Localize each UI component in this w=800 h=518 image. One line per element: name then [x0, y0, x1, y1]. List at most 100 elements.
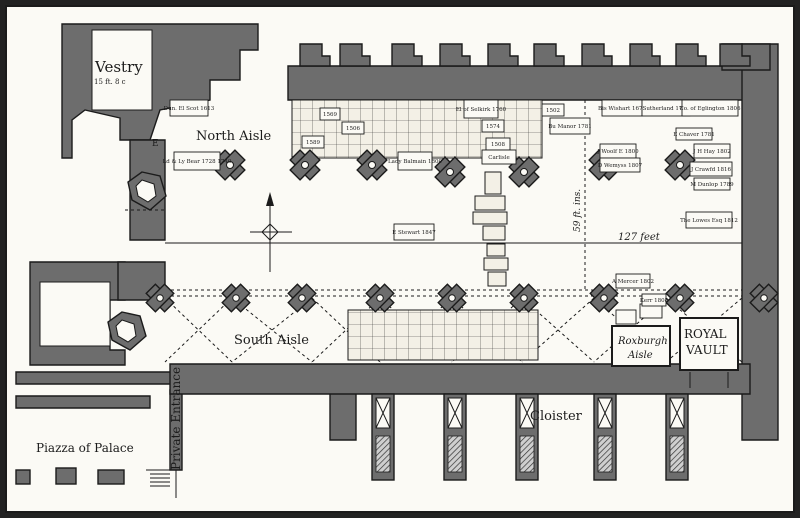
tablet: Ld & Ly Bear 1728 1740: [163, 151, 232, 171]
tablet: D Wemyss 1807: [598, 157, 643, 173]
corner-towers: [107, 171, 167, 351]
frame: [5, 5, 795, 513]
tablet: 1574: [481, 119, 505, 133]
buttress: [299, 43, 331, 67]
tablet: Kerr 1808: [640, 293, 669, 307]
nave-piers: [145, 149, 779, 313]
tablet: Bis Wishart 1671: [598, 99, 646, 117]
pier: [589, 283, 619, 313]
tablet-text: M Dunlop 1789: [690, 182, 734, 188]
tablet-text: 1569: [323, 112, 337, 118]
tablet: E Stewart 1847: [392, 223, 436, 241]
vestry-label: Vestry: [94, 58, 143, 76]
cloister-cross: [519, 397, 535, 429]
pier: [289, 149, 321, 181]
tablet: A Mercer 1802: [611, 273, 654, 289]
tablet: J Woolf E 1800: [596, 143, 639, 159]
buttress: [533, 43, 565, 67]
legend-squares: [15, 467, 177, 498]
tablet-text: Ld & Ly Bear 1728 1740: [163, 159, 232, 165]
roxburgh-aisle-label: Aisle: [627, 350, 653, 361]
tablet-text: Kerr 1808: [640, 298, 669, 304]
tablet-text: J Crawfd 1816: [690, 167, 732, 173]
tablet-text: Bu Manor 1781: [548, 124, 591, 130]
door-e-label: E: [152, 139, 159, 149]
vestry-dims: 15 ft. 8 c: [94, 78, 126, 86]
tablet-text: Co. of Eglington 1806: [680, 106, 741, 112]
pier: [287, 283, 317, 313]
tablet-text: 1574: [486, 124, 500, 130]
roxburgh-label: Roxburgh: [617, 336, 668, 347]
tablet: Co. of Eglington 1806: [680, 99, 741, 117]
tablet: 1508: [485, 137, 511, 151]
south-aisle-label: South Aisle: [234, 333, 309, 348]
buttress: [391, 43, 423, 67]
royal-vault: [679, 317, 739, 388]
vault-label: VAULT: [685, 343, 728, 357]
vault-rib: [231, 297, 313, 363]
compass-rose-icon: [250, 192, 292, 272]
pavement-south: [347, 309, 539, 361]
cloister-label: Cloister: [530, 409, 583, 424]
length-label: 127 feet: [618, 232, 661, 243]
tablet-text: Carlisle: [488, 155, 509, 161]
cloister-fill: [519, 435, 535, 473]
tablet-text: A Mercer 1802: [611, 279, 654, 285]
tablet: El of Selkirk 1760: [456, 99, 507, 119]
tablet-text: El of Selkirk 1760: [456, 107, 507, 113]
buttress: [487, 43, 519, 67]
cloister-fill: [375, 435, 391, 473]
tablet: J H Hay 1802: [692, 143, 731, 159]
pier: [665, 283, 695, 313]
tablet-text: 1502: [546, 108, 560, 114]
tablet-text: E Chaver 1781: [673, 132, 715, 138]
buttress: [339, 43, 371, 67]
pier: [365, 283, 395, 313]
pier: [434, 156, 466, 188]
north-aisle-label: North Aisle: [196, 129, 272, 144]
tablet-text: The Lowes Esq 1812: [680, 218, 738, 224]
pier: [145, 283, 175, 313]
cloister-fill: [669, 435, 685, 473]
tablet: Carlisle: [481, 149, 517, 165]
private-entrance-label: Private Entrance: [169, 367, 183, 470]
cloister-cross: [597, 397, 613, 429]
tablet-text: 1589: [306, 140, 320, 146]
tablet: J Crawfd 1816: [689, 161, 733, 177]
tablet: 1502: [541, 103, 565, 117]
royal-label: ROYAL: [684, 327, 727, 341]
cloister-cross: [375, 397, 391, 429]
tablet-text: 1506: [346, 126, 360, 132]
tablet: Bu Manor 1781: [548, 117, 592, 135]
cloister-cross: [669, 397, 685, 429]
pier: [356, 149, 388, 181]
buttress: [675, 43, 707, 67]
pier: [437, 283, 467, 313]
buttress: [719, 43, 751, 67]
tablet: 1569: [319, 107, 341, 121]
tablet: The Lowes Esq 1812: [680, 211, 738, 229]
tablet-text: J Woolf E 1800: [596, 149, 639, 155]
pier: [221, 283, 251, 313]
pier: [508, 156, 540, 188]
tablet: 1506: [341, 121, 365, 135]
tablet-text: J H Hay 1802: [692, 149, 730, 155]
grave-strip: [472, 171, 509, 287]
width-label: 59 ft. ins.: [573, 189, 583, 232]
tablet-text: Lady Balmain 1800: [388, 159, 442, 165]
buttress: [581, 43, 613, 67]
cloister-fill: [597, 435, 613, 473]
cloister-cross: [447, 397, 463, 429]
tablet: 1589: [301, 135, 325, 149]
tablet: E Chaver 1781: [673, 127, 715, 141]
cloister-fill: [447, 435, 463, 473]
tablet: Lady Balmain 1800: [388, 151, 442, 171]
tablet-text: E Stewart 1847: [392, 230, 436, 236]
tablet-text: Sutherland 1783: [643, 106, 690, 112]
tablet-text: Bis Wishart 1671: [598, 106, 646, 112]
buttress: [629, 43, 661, 67]
pier: [509, 283, 539, 313]
tablet: M Dunlop 1789: [690, 177, 734, 191]
